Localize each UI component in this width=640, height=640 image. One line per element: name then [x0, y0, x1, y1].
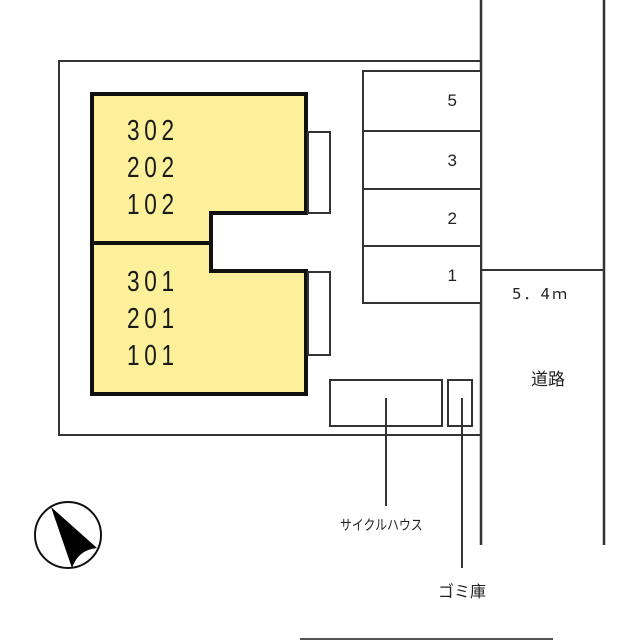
unit-label-302: 302: [127, 115, 179, 147]
garbage-box: [447, 379, 473, 427]
unit-label-201: 201: [127, 303, 179, 335]
cycle-house-label: サイクルハウス: [340, 518, 423, 534]
road-width-label: 5．4ｍ: [512, 285, 570, 303]
unit-label-301: 301: [127, 266, 179, 298]
parking-space-3: 3: [447, 151, 457, 170]
parking-space-2: 2: [447, 209, 457, 228]
parking-space-5: 5: [447, 91, 457, 110]
road-label: 道路: [531, 370, 565, 390]
unit-label-102: 102: [127, 189, 179, 221]
garbage-label: ゴミ庫: [438, 582, 487, 601]
balcony-lower: [307, 271, 331, 356]
unit-label-101: 101: [127, 340, 179, 372]
site-boundary: [58, 60, 481, 436]
unit-label-202: 202: [127, 152, 179, 184]
parking-space-1: 1: [447, 266, 457, 285]
balcony-upper: [307, 131, 331, 214]
parking-area: [362, 70, 482, 304]
north-arrow-icon: [34, 501, 102, 569]
